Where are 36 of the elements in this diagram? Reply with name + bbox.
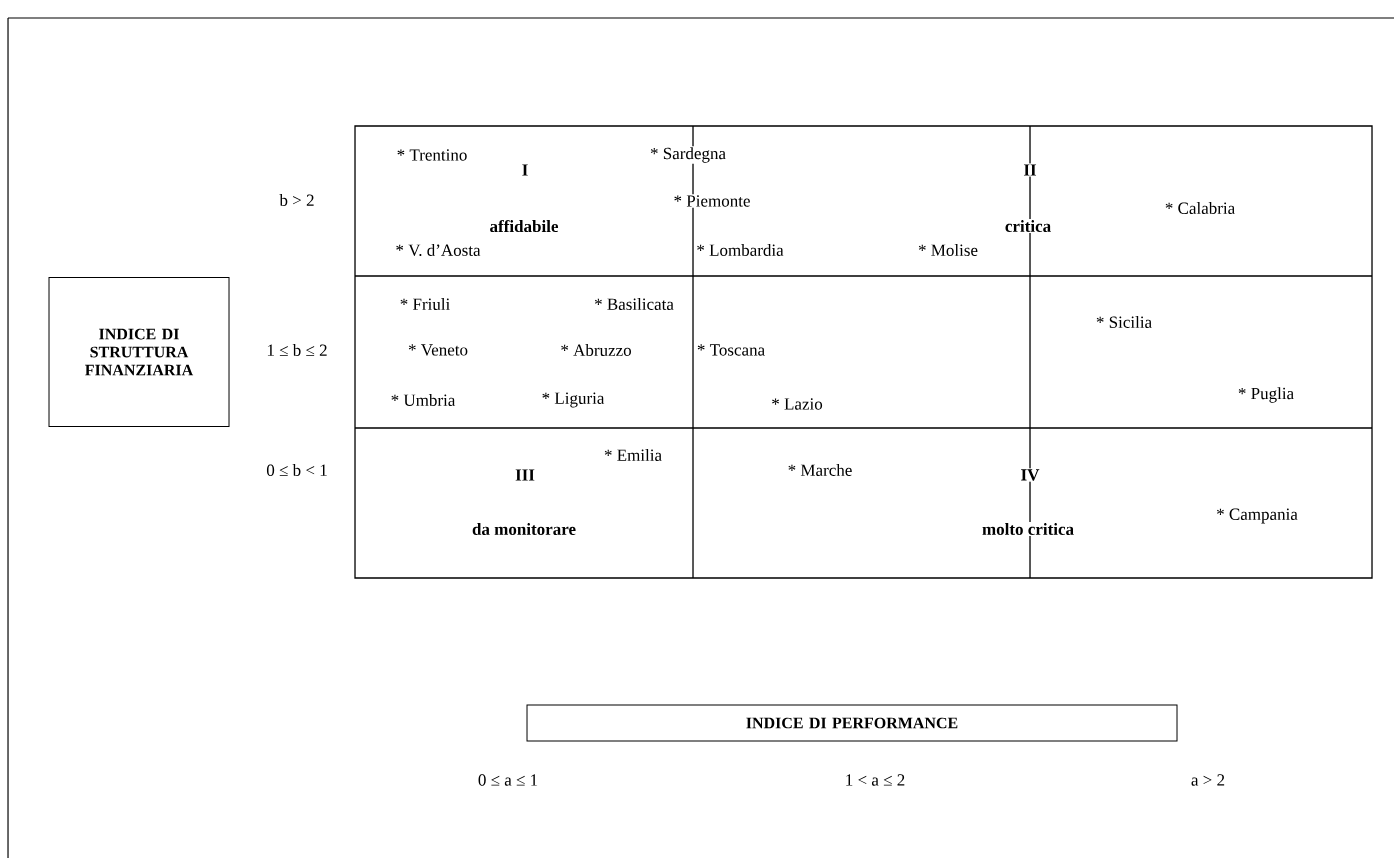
region-label: * Friuli xyxy=(398,297,452,311)
quadrant-label: molto critica xyxy=(981,522,1076,536)
region-label: * Sardegna xyxy=(649,146,727,164)
region-label: * Molise xyxy=(917,243,979,257)
quadrant-label: II xyxy=(1022,163,1038,177)
region-label: * Emilia xyxy=(602,448,664,462)
range-label: b > 2 xyxy=(278,193,316,207)
range-label: 1 ≤ b ≤ 2 xyxy=(265,343,329,357)
range-label: 0 ≤ b < 1 xyxy=(265,463,329,477)
region-label: * Sicilia xyxy=(1094,315,1154,329)
range-label: 1 < a ≤ 2 xyxy=(843,773,907,787)
region-label: * Marche xyxy=(786,463,854,477)
region-label: * Campania xyxy=(1215,507,1299,525)
region-label: * Lazio xyxy=(770,397,824,411)
region-label: * Veneto xyxy=(407,343,469,357)
region-label: * Toscana xyxy=(695,343,767,357)
quadrant-label: affidabile xyxy=(488,218,560,234)
quadrant-label: III xyxy=(514,468,536,482)
label-box: INDICE DI PERFORMANCE xyxy=(526,704,1178,742)
region-label: * Piemonte xyxy=(672,194,752,208)
region-label: * Abruzzo xyxy=(559,343,633,357)
region-label: * Lombardia xyxy=(695,243,785,257)
quadrant-label: IV xyxy=(1019,468,1041,482)
label-box: INDICE DI STRUTTURA FINANZIARIA xyxy=(48,277,230,427)
region-label: * Calabria xyxy=(1163,201,1237,215)
region-label: * Liguria xyxy=(540,391,606,409)
region-label: * Puglia xyxy=(1236,386,1296,404)
region-label: * Trentino xyxy=(395,148,469,162)
region-label: * V. d’Aosta xyxy=(394,242,482,257)
range-label: 0 ≤ a ≤ 1 xyxy=(476,773,540,787)
quadrant-label: da monitorare xyxy=(471,522,578,536)
range-label: a > 2 xyxy=(1189,773,1227,787)
region-label: * Umbria xyxy=(389,393,457,407)
quadrant-label: critica xyxy=(1003,219,1053,233)
region-label: * Basilicata xyxy=(593,297,675,311)
quadrant-label: I xyxy=(520,163,530,177)
